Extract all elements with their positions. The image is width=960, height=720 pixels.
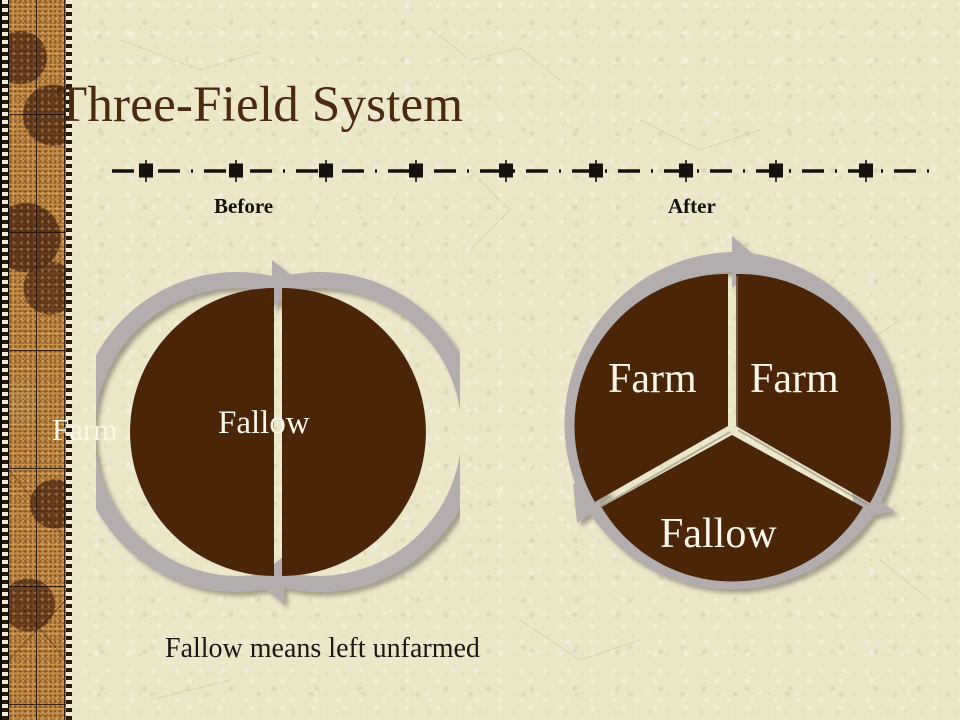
- stage-label-after: After: [668, 194, 716, 218]
- divider-tick-marks: [145, 160, 867, 182]
- side-band-right-frame: [66, 0, 72, 720]
- arrow-right-clockwise: [738, 252, 900, 519]
- two-field-cycle-diagram: [96, 260, 460, 604]
- arrow-top-clockwise: [564, 236, 762, 508]
- field-half-fallow: [282, 288, 426, 576]
- side-band-field-texture: [9, 0, 66, 720]
- cycle-arrows-before: [96, 260, 460, 604]
- footnote-text: Fallow means left unfarmed: [165, 633, 480, 664]
- three-field-cycle-diagram: [564, 236, 900, 590]
- arrow-left-up: [96, 260, 302, 592]
- side-band-diagonals: [9, 469, 66, 661]
- stage-label-before: Before: [214, 194, 274, 218]
- sector-gap-shadows: [599, 276, 869, 508]
- side-band-left-frame: [2, 0, 8, 720]
- field-sector-farm-right: [736, 273, 891, 503]
- arrow-right-down: [254, 272, 460, 604]
- field-halves-before: [130, 288, 426, 576]
- page-title: Three-Field System: [56, 77, 464, 133]
- side-decoration-band: [0, 0, 72, 720]
- field-half-farm: [130, 288, 274, 576]
- side-band-field-grid: [9, 0, 66, 720]
- field-sector-farm-left: [574, 273, 728, 502]
- field-sectors-after: [574, 273, 891, 582]
- field-sector-fallow: [601, 435, 863, 582]
- section-divider: [112, 160, 930, 182]
